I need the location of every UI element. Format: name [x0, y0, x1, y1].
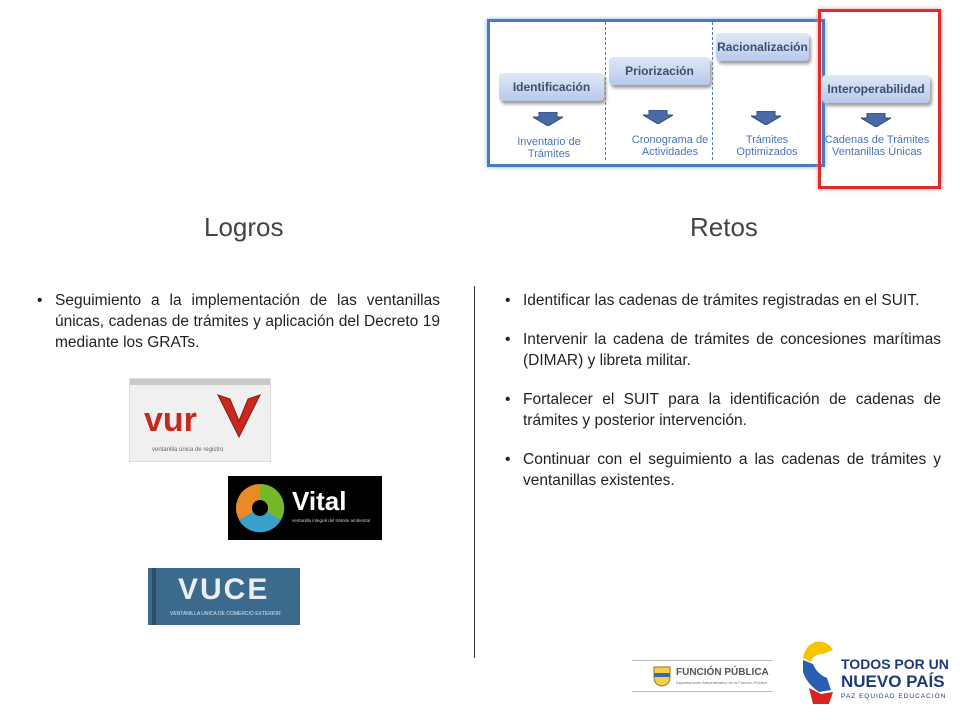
output-tramites-optimizados: Trámites Optimizados [736, 134, 798, 158]
vital-logo: Vital ventanilla integral del trámite am… [228, 476, 382, 540]
down-arrow-icon [533, 112, 563, 126]
down-arrow-icon [643, 110, 673, 124]
gobierno-slogan-line1: TODOS POR UN [841, 656, 949, 672]
down-arrow-icon [751, 111, 781, 125]
vuce-logo-caption: VENTANILLA UNICA DE COMERCIO EXTERIOR [170, 611, 281, 617]
output-cronograma: Cronograma de Actividades [631, 134, 709, 158]
retos-heading: Retos [690, 212, 758, 242]
process-separator [712, 22, 713, 160]
retos-list: Identificar las cadenas de trámites regi… [503, 290, 941, 509]
column-divider [474, 286, 475, 658]
process-separator [605, 22, 606, 160]
step-racionalizacion: Racionalización [716, 33, 809, 61]
step-priorizacion: Priorización [609, 57, 710, 85]
vur-logo-wordmark: vur [144, 401, 197, 439]
vital-logo-wordmark: Vital [292, 486, 347, 516]
vur-logo: vur ventanilla única de registro [129, 378, 271, 462]
funcion-publica-subtitle: Departamento Administrativo de la Funció… [676, 680, 767, 685]
logros-list: Seguimiento a la implementación de las v… [35, 290, 440, 353]
gobierno-slogan-line3: PAZ EQUIDAD EDUCACIÓN [841, 693, 947, 700]
funcion-publica-logo: FUNCIÓN PÚBLICA Departamento Administrat… [632, 660, 772, 692]
logros-heading: Logros [204, 212, 284, 242]
vur-check-icon [217, 394, 261, 439]
vuce-logo-wordmark: VUCE [178, 573, 270, 606]
todos-por-un-nuevo-pais-logo: TODOS POR UN NUEVO PAÍS PAZ EQUIDAD EDUC… [793, 638, 951, 708]
vital-logo-caption: ventanilla integral del trámite ambienta… [292, 518, 371, 523]
funcion-publica-name: FUNCIÓN PÚBLICA [676, 667, 769, 678]
retos-item: Continuar con el seguimiento a las caden… [503, 449, 941, 491]
output-cadenas-ventanillas: Cadenas de Trámites Ventanillas Únicas [824, 134, 930, 158]
logros-item: Seguimiento a la implementación de las v… [35, 290, 440, 353]
coat-of-arms-icon [653, 666, 671, 687]
retos-item: Identificar las cadenas de trámites regi… [503, 290, 941, 311]
down-arrow-icon [861, 113, 891, 127]
gobierno-slogan-line2: NUEVO PAÍS [841, 672, 945, 691]
output-inventario: Inventario de Trámites [517, 136, 581, 160]
vuce-logo: VUCE VENTANILLA UNICA DE COMERCIO EXTERI… [148, 568, 300, 625]
vital-leaf-icon [236, 483, 285, 533]
vur-logo-caption: ventanilla única de registro [152, 447, 224, 453]
retos-item: Intervenir la cadena de trámites de conc… [503, 329, 941, 371]
retos-item: Fortalecer el SUIT para la identificació… [503, 389, 941, 431]
step-identificacion: Identificación [499, 73, 604, 101]
step-interoperabilidad: Interoperabilidad [822, 75, 930, 103]
colombia-map-icon [803, 641, 833, 704]
interoperabilidad-highlight-frame [818, 9, 941, 189]
